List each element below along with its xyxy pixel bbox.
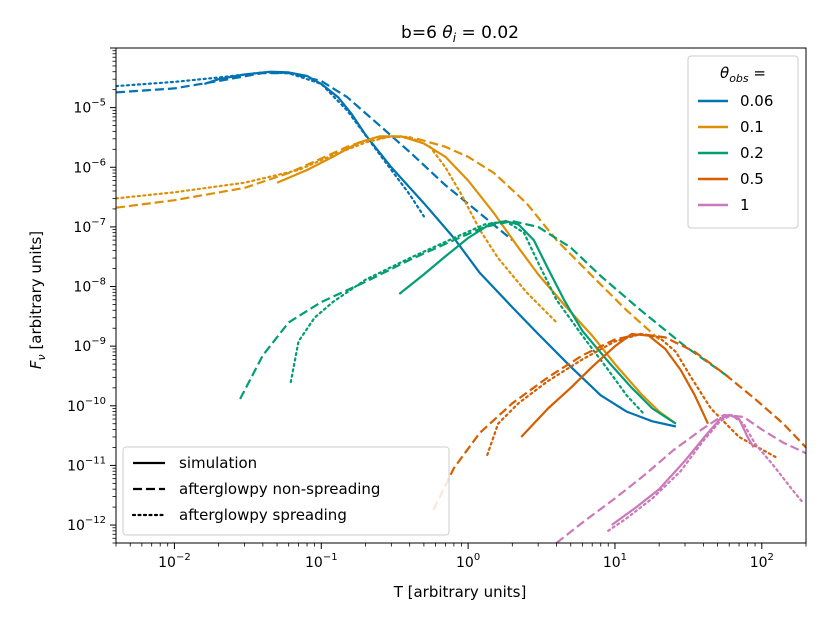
y-axis-label: Fν [arbitrary units]: [27, 231, 48, 369]
y-axis-label-group: Fν [arbitrary units]: [27, 231, 48, 369]
series-line-obs-0.1-dotted: [116, 135, 558, 324]
x-tick-label: 10−2: [158, 552, 191, 571]
y-tick-label: 10−10: [67, 396, 106, 415]
series-line-obs-0.2-dashed: [239, 220, 730, 400]
legend-obs-label: 0.2: [740, 144, 764, 162]
plot-area: [116, 70, 806, 543]
x-axis-label: T [arbitrary units]: [393, 583, 527, 601]
legend-style-frame: [122, 446, 450, 536]
legend-obs-label: 0.1: [740, 118, 764, 136]
series-line-obs-0.06-dashed: [116, 72, 514, 241]
series-line-obs-1-dotted: [607, 413, 804, 532]
legend-obs-frame: [687, 55, 799, 229]
series-line-obs-0.2-solid: [398, 220, 677, 425]
y-tick-label: 10−11: [67, 455, 106, 474]
x-tick-label: 10−1: [305, 552, 338, 571]
y-tick-label: 10−12: [67, 515, 106, 534]
series-line-obs-0.06-solid: [204, 70, 677, 428]
series-line-obs-0.06-dotted: [116, 71, 425, 218]
legend-style-label: afterglowpy spreading: [179, 506, 347, 524]
series-line-obs-1-dashed: [555, 413, 806, 543]
y-tick-label: 10−9: [73, 336, 106, 355]
series-line-obs-0.5-dotted: [486, 332, 780, 460]
y-tick-label: 10−7: [73, 217, 106, 236]
y-tick-label: 10−5: [73, 98, 106, 117]
legend-observer-angle: θobs = 0.06 0.1 0.2 0.5 1: [687, 55, 799, 229]
axes: 10−2 10−1 100 101 102 10−12 10−11 10−10 10−9 10−8…: [67, 47, 807, 571]
x-tick-label: 101: [603, 552, 627, 571]
x-tick-label: 102: [750, 552, 774, 571]
series-line-obs-0.5-dashed: [432, 332, 806, 511]
legend-obs-label: 0.5: [740, 170, 764, 188]
y-tick-label: 10−8: [73, 277, 106, 296]
legend-style-label: afterglowpy non-spreading: [179, 480, 380, 498]
legend-obs-label: 1: [740, 196, 750, 214]
y-tick-label: 10−6: [73, 157, 106, 176]
legend-line-style: simulation afterglowpy non-spreading after…: [122, 446, 450, 536]
legend-obs-label: 0.06: [740, 92, 773, 110]
chart-title: b=6 θi = 0.02: [401, 23, 519, 45]
series-line-obs-0.1-dashed: [116, 135, 660, 341]
series-line-obs-1-solid: [611, 413, 755, 526]
legend-style-label: simulation: [179, 454, 257, 472]
legend-obs-title: θobs =: [720, 64, 766, 85]
x-tick-label: 100: [456, 552, 480, 571]
series-line-obs-0.5-solid: [520, 332, 709, 438]
